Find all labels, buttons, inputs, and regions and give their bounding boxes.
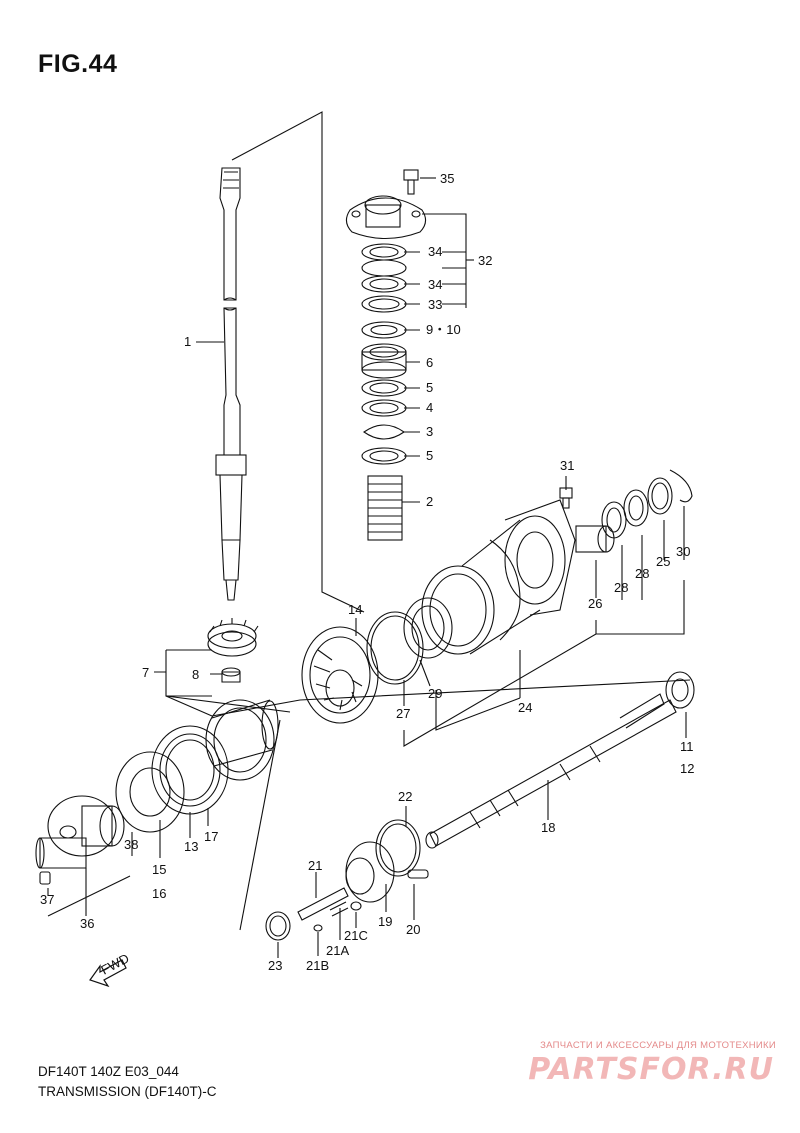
callout: 3 <box>426 424 433 439</box>
callout: 23 <box>268 958 282 973</box>
watermark-tagline: ЗАПЧАСТИ И АКСЕССУАРЫ ДЛЯ МОТОТЕХНИКИ <box>540 1040 776 1051</box>
rear-seals <box>575 469 693 553</box>
callout: 4 <box>426 400 433 415</box>
callout: 1 <box>184 334 191 349</box>
callout: 35 <box>440 171 454 186</box>
callout: 14 <box>348 602 362 617</box>
watermark-brand: PARTSFOR.RU <box>528 1052 774 1087</box>
callout: 8 <box>192 667 199 682</box>
reverse-gear <box>205 699 279 781</box>
upper-bearing-stack <box>345 169 427 541</box>
callout: 34 <box>428 277 442 292</box>
callout: 26 <box>588 596 602 611</box>
callout: 21 <box>308 858 322 873</box>
callout: 15 <box>152 862 166 877</box>
callout: 30 <box>676 544 690 559</box>
callout: 36 <box>80 916 94 931</box>
callout: 34 <box>428 244 442 259</box>
figure-code: DF140T 140Z E03_044 <box>38 1064 179 1079</box>
figure-name: TRANSMISSION (DF140T)-C <box>38 1084 217 1099</box>
forward-gear <box>301 626 379 724</box>
callout: 20 <box>406 922 420 937</box>
fwd-arrow-icon <box>89 959 127 988</box>
propeller-shaft <box>425 671 695 849</box>
callout: 17 <box>204 829 218 844</box>
callout: 37 <box>40 892 54 907</box>
callout: 12 <box>680 761 694 776</box>
callout: 18 <box>541 820 555 835</box>
callout: 9・10 <box>426 322 461 337</box>
bearing-carrier <box>35 795 125 885</box>
gear-case-housing <box>366 499 576 685</box>
bracket-line <box>231 111 365 613</box>
callout: 21B <box>306 958 329 973</box>
callout: 28 <box>614 580 628 595</box>
callout: 33 <box>428 297 442 312</box>
callout: 5 <box>426 448 433 463</box>
callout: 38 <box>124 837 138 852</box>
thrust-washer <box>115 751 185 833</box>
callout: 28 <box>635 566 649 581</box>
callout: 6 <box>426 355 433 370</box>
callout: 19 <box>378 914 392 929</box>
callout: 13 <box>184 839 198 854</box>
callout: 21C <box>344 928 368 943</box>
callout: 32 <box>478 253 492 268</box>
pinion-gear <box>207 618 259 683</box>
driveshaft <box>215 167 247 601</box>
callout: 7 <box>142 665 149 680</box>
callout: 27 <box>396 706 410 721</box>
clutch-assembly <box>265 819 429 941</box>
leader-lines <box>47 177 691 958</box>
callout: 29 <box>428 686 442 701</box>
callout: 22 <box>398 789 412 804</box>
callout: 24 <box>518 700 532 715</box>
callout: 31 <box>560 458 574 473</box>
callout: 11 <box>680 739 694 754</box>
figure-title: FIG.44 <box>38 50 118 78</box>
callout: 25 <box>656 554 670 569</box>
callout: 16 <box>152 886 166 901</box>
callout: 5 <box>426 380 433 395</box>
thrust-bearing <box>151 725 229 815</box>
callout: 21A <box>326 943 349 958</box>
callout: 2 <box>426 494 433 509</box>
callout-labels: 35 34 32 34 33 9・10 6 5 4 3 5 2 1 31 26 … <box>40 171 694 973</box>
